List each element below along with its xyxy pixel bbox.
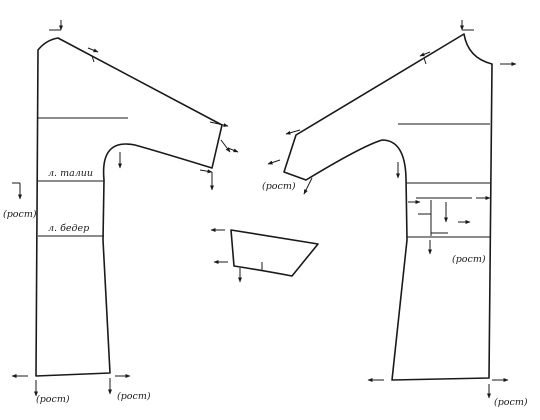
- back-shoulder-notch: [91, 55, 95, 63]
- growth-label-sleeve-right: (рост): [262, 181, 296, 192]
- waist-line-label: л. талии: [48, 168, 93, 179]
- growth-label-left-side: (рост): [3, 209, 37, 220]
- back-pattern-piece: [35, 37, 223, 377]
- band-piece-outline: [230, 229, 319, 277]
- growth-label-right-bottom: (рост): [494, 397, 528, 408]
- back-piece-arrows: [11, 20, 239, 397]
- growth-label-front-right: (рост): [452, 254, 486, 265]
- growth-label-left-bottom-b: (рост): [117, 391, 151, 402]
- band-pattern-piece: [210, 228, 319, 283]
- front-pattern-piece: [283, 33, 493, 381]
- front-shoulder-notch: [423, 57, 427, 65]
- front-piece-arrows: [267, 20, 517, 399]
- hip-line-label: л. бедер: [48, 223, 89, 234]
- back-piece-outline: [35, 37, 223, 377]
- growth-label-left-bottom-a: (рост): [36, 394, 70, 405]
- front-piece-outline: [283, 33, 493, 381]
